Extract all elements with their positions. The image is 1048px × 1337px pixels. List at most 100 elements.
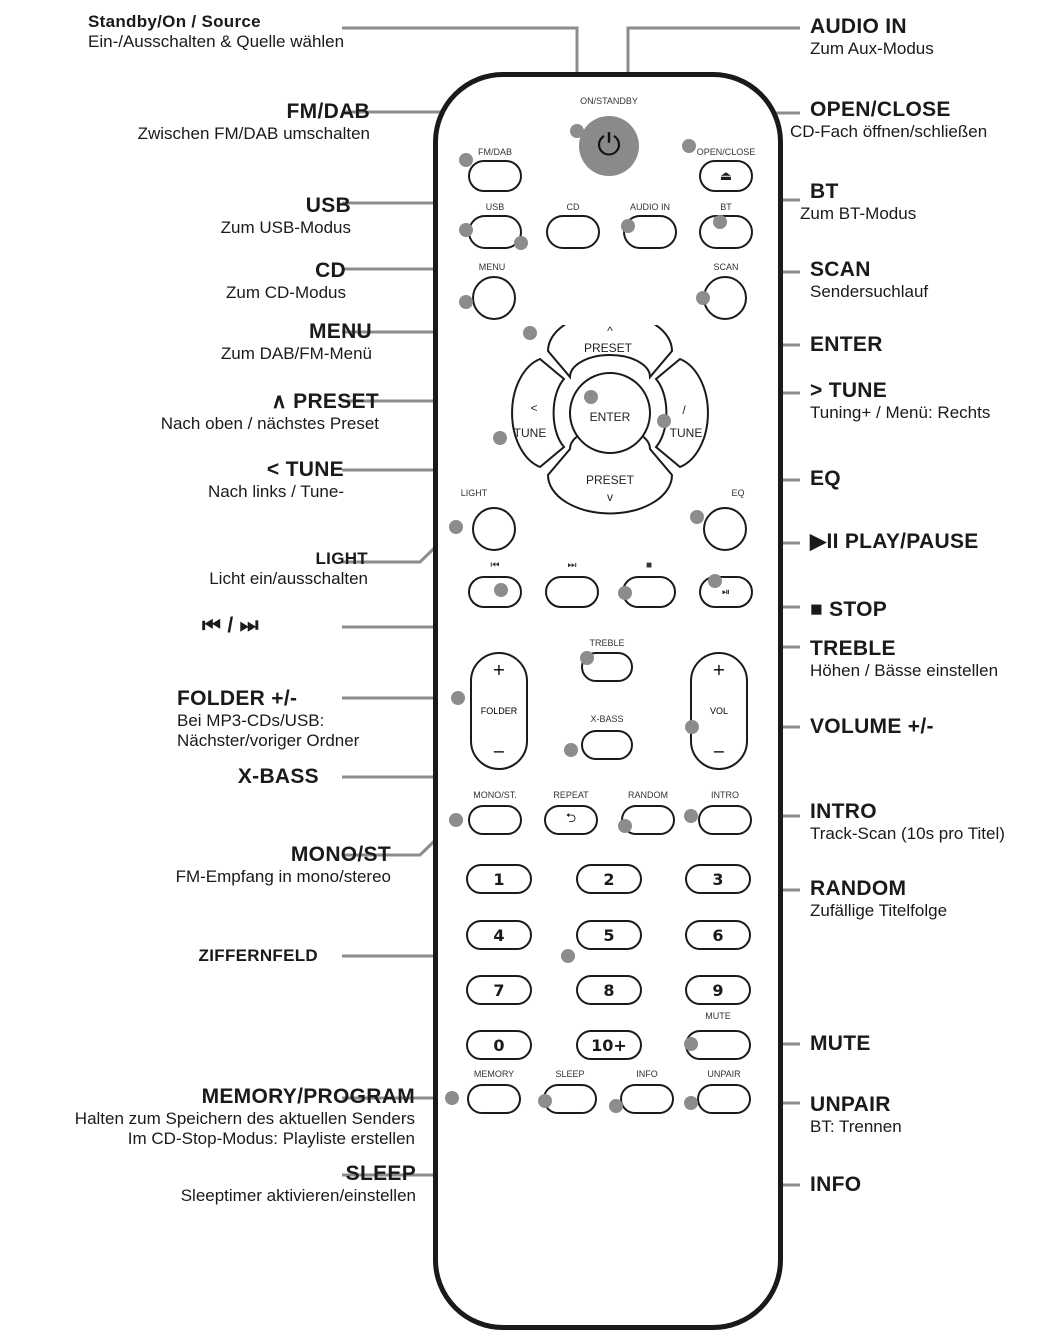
volume-rocker[interactable]: + VOL − [690, 652, 748, 770]
tune-left-button[interactable] [511, 357, 566, 469]
tune-left-label: TUNE [513, 426, 547, 440]
power-icon: ⏻ [597, 128, 621, 163]
key-5[interactable]: 5 [576, 920, 642, 950]
treble-button[interactable] [581, 652, 633, 682]
key-3[interactable]: 3 [685, 864, 751, 894]
callout-mono: MONO/ST FM-Empfang in mono/stereo [176, 843, 391, 887]
dot-skip [494, 583, 508, 597]
key-7[interactable]: 7 [466, 975, 532, 1005]
unpair-button[interactable] [697, 1084, 751, 1114]
key-1[interactable]: 1 [466, 864, 532, 894]
callout-light-desc: Licht ein/ausschalten [209, 568, 368, 588]
navigation-pad [511, 325, 709, 515]
callout-audio-in: AUDIO IN Zum Aux-Modus [810, 15, 934, 59]
dot-menu [459, 295, 473, 309]
dot-bt [713, 215, 727, 229]
folder-rocker[interactable]: + FOLDER − [470, 652, 528, 770]
key-10plus[interactable]: 10+ [576, 1030, 642, 1060]
callout-menu: MENU Zum DAB/FM-Menü [221, 320, 372, 364]
callout-volume: VOLUME +/- [810, 715, 934, 739]
dot-usb [459, 223, 473, 237]
info-button[interactable] [620, 1084, 674, 1114]
sleep-button[interactable] [543, 1084, 597, 1114]
dot-fmdab [459, 153, 473, 167]
dot-audio-in [621, 219, 635, 233]
callout-enter: ENTER [810, 333, 883, 357]
mono-stereo-button[interactable] [468, 805, 522, 835]
callout-fmdab: FM/DAB Zwischen FM/DAB umschalten [138, 100, 370, 144]
key-2[interactable]: 2 [576, 864, 642, 894]
folder-plus-icon: + [492, 660, 506, 679]
callout-scan-title: SCAN [810, 258, 871, 281]
callout-intro: INTRO Track-Scan (10s pro Titel) [810, 800, 1005, 844]
dot-info [609, 1099, 623, 1113]
eq-button[interactable] [703, 507, 747, 551]
callout-treble-desc: Höhen / Bässe einstellen [810, 661, 999, 681]
preset-down-chevron: v [607, 490, 613, 504]
preset-up-button[interactable] [546, 325, 674, 380]
repeat-icon: ⮌ [565, 811, 577, 826]
callout-memory-title: MEMORY/PROGRAM [201, 1085, 415, 1108]
callout-xbass-title: X-BASS [237, 765, 319, 788]
fmdab-button[interactable] [468, 160, 522, 192]
power-button[interactable]: ⏻ [579, 116, 639, 176]
audio-in-label: AUDIO IN [629, 202, 671, 212]
key-9[interactable]: 9 [685, 975, 751, 1005]
dot-keypad [561, 949, 575, 963]
open-close-label: OPEN/CLOSE [696, 147, 756, 157]
callout-playpause-title: ▶II PLAY/PAUSE [810, 530, 979, 553]
callout-skip: ⏮ / ⏭ [202, 614, 259, 638]
preset-down-label: PRESET [585, 473, 635, 487]
repeat-button[interactable]: ⮌ [544, 805, 598, 835]
dot-open-close [682, 139, 696, 153]
eject-icon: ⏏ [719, 168, 733, 184]
callout-xbass: X-BASS [238, 765, 319, 789]
dot-standby [570, 124, 584, 138]
next-track-button[interactable] [545, 576, 599, 608]
tune-right-button[interactable] [654, 357, 709, 469]
dot-mono [449, 813, 463, 827]
callout-intro-title: INTRO [810, 800, 877, 823]
key-6[interactable]: 6 [685, 920, 751, 950]
callout-tune-left-desc: Nach links / Tune- [207, 482, 344, 502]
xbass-label: X-BASS [590, 714, 624, 724]
intro-button[interactable] [698, 805, 752, 835]
random-label: RANDOM [628, 790, 668, 800]
callout-fmdab-title: FM/DAB [286, 100, 370, 123]
callout-scan: SCAN Sendersuchlauf [810, 258, 928, 302]
callout-tune-left-title: < TUNE [266, 458, 344, 481]
scan-button[interactable] [703, 276, 747, 320]
callout-sleep-title: SLEEP [345, 1162, 416, 1185]
callout-unpair-title: UNPAIR [810, 1093, 891, 1116]
mute-button[interactable] [685, 1030, 751, 1060]
callout-cd-title: CD [315, 259, 346, 282]
xbass-button[interactable] [581, 730, 633, 760]
dot-light [449, 520, 463, 534]
callout-standby-title: Standby/On / Source [88, 12, 261, 31]
volume-plus-icon: + [712, 660, 726, 679]
dot-playpause [708, 574, 722, 588]
usb-button[interactable] [468, 215, 522, 249]
dot-volume [685, 720, 699, 734]
callout-preset-title: ∧ PRESET [271, 390, 379, 413]
callout-bt-desc: Zum BT-Modus [800, 204, 917, 224]
treble-label: TREBLE [589, 638, 625, 648]
dot-random [618, 819, 632, 833]
dot-xbass [564, 743, 578, 757]
scan-label: SCAN [713, 262, 739, 272]
memory-button[interactable] [467, 1084, 521, 1114]
light-button[interactable] [472, 507, 516, 551]
cd-button[interactable] [546, 215, 600, 249]
prev-icon: ⏮ [490, 560, 500, 571]
dot-cd [514, 236, 528, 250]
callout-menu-desc: Zum DAB/FM-Menü [220, 344, 372, 364]
callout-volume-title: VOLUME +/- [810, 715, 934, 738]
callout-mono-title: MONO/ST [290, 843, 391, 866]
callout-treble-title: TREBLE [810, 637, 896, 660]
menu-button[interactable] [472, 276, 516, 320]
key-0[interactable]: 0 [466, 1030, 532, 1060]
play-pause-button[interactable]: ⏯ [699, 576, 753, 608]
key-4[interactable]: 4 [466, 920, 532, 950]
open-close-button[interactable]: ⏏ [699, 160, 753, 192]
key-8[interactable]: 8 [576, 975, 642, 1005]
